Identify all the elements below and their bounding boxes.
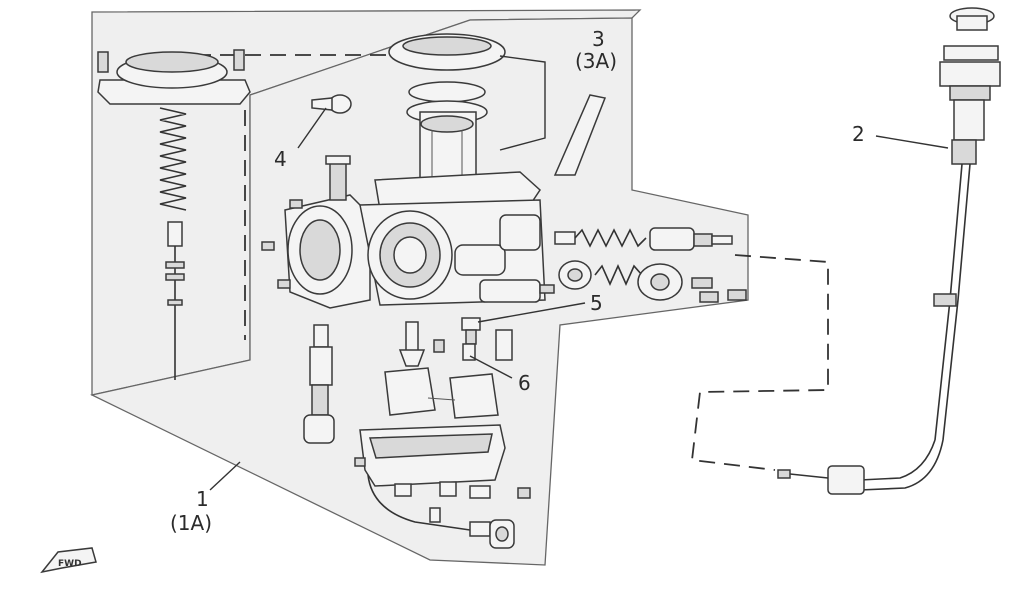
callout-2: 2 [852, 122, 865, 146]
callout-3: 3 [592, 27, 605, 51]
leader-line-5 [477, 302, 586, 323]
needle-jet [398, 321, 513, 367]
float-pair [384, 367, 499, 419]
cable-connector-dashed-line [691, 254, 829, 471]
leader-line-4 [297, 107, 327, 149]
float-bowl [354, 424, 531, 499]
slide-spring [159, 107, 187, 211]
clip-part-4 [311, 94, 352, 114]
fwd-arrow-icon: FWD [40, 547, 97, 574]
choke-cable [777, 7, 1001, 495]
enrichment-plunger [303, 324, 335, 444]
callout-4: 4 [274, 147, 287, 171]
diaphragm-cover [97, 49, 251, 105]
leader-line-1 [209, 461, 241, 491]
callout-1a: (1A) [170, 511, 213, 535]
diaphragm-slide [388, 33, 506, 186]
carburetor-body [261, 155, 555, 309]
fwd-label: FWD [58, 559, 82, 569]
callout-1: 1 [196, 487, 209, 511]
pilot-screw-assembly [558, 260, 747, 303]
pilot-jet-part-6 [433, 339, 476, 361]
jet-needle [165, 221, 185, 380]
throttle-adjuster [554, 227, 733, 251]
callout-6: 6 [518, 371, 531, 395]
main-jet-part-5 [461, 317, 481, 345]
vent-tube [553, 94, 607, 176]
callout-3a: (3A) [575, 49, 618, 73]
drain-hose [367, 474, 515, 549]
bracket-3 [499, 55, 546, 151]
leader-line-6 [469, 355, 513, 379]
leader-line-2 [875, 135, 949, 149]
callout-5: 5 [590, 291, 603, 315]
